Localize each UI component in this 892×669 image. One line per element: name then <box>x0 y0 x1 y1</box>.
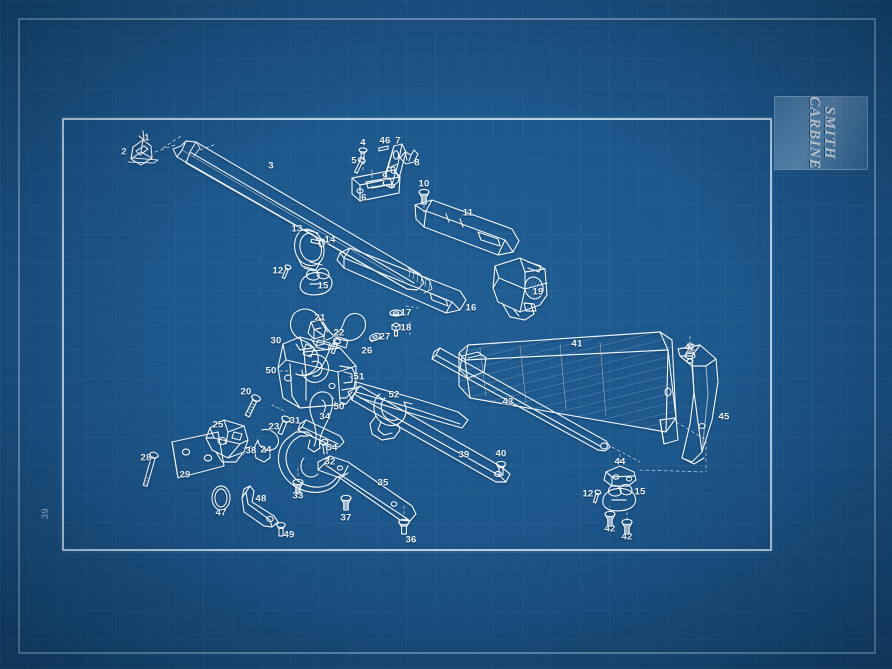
part-swivel-15-rear <box>602 483 637 512</box>
part-spring-8 <box>399 149 419 165</box>
part-screw-42-a <box>604 510 616 527</box>
part-swivel-13 <box>293 228 325 272</box>
part-barrel <box>172 140 433 294</box>
part-leader-50-51 <box>279 370 353 405</box>
part-forend-band-11 <box>414 199 520 256</box>
part-pin-22 <box>330 338 342 355</box>
part-buttplate-45 <box>677 344 719 465</box>
part-forend-16 <box>336 247 467 314</box>
part-screw-20 <box>244 394 261 418</box>
part-pin-5 <box>354 157 366 174</box>
part-screw-14 <box>310 238 326 248</box>
part-strap-35 <box>317 455 417 522</box>
part-screw-40 <box>495 460 507 476</box>
part-washer-17 <box>389 309 403 317</box>
part-rear-sight-leaf <box>382 143 407 189</box>
part-pin-12-rear <box>592 489 602 504</box>
part-buttstock-41 <box>458 331 677 433</box>
part-pin-12 <box>281 264 292 280</box>
part-pin-54 <box>319 438 329 455</box>
part-nut-18 <box>391 322 401 337</box>
part-lock-25 <box>205 419 249 463</box>
part-lever-52 <box>355 381 469 441</box>
part-screw-42-b <box>621 518 633 535</box>
part-screw-23 <box>277 415 291 436</box>
part-front-sight-group <box>127 130 159 166</box>
inner-drawing-frame <box>62 118 772 551</box>
part-breechblock-19 <box>492 257 548 321</box>
part-hammer-screw-21 <box>307 319 327 347</box>
part-screw-27 <box>369 332 382 343</box>
part-triggerguard-32 <box>277 431 349 493</box>
outer-border-frame <box>18 18 876 654</box>
part-link-39 <box>339 385 511 483</box>
part-rod-43 <box>431 347 611 452</box>
smith-carbine-logo-plate: SMITH CARBINE <box>774 96 868 170</box>
part-sideplate-29 <box>171 431 225 479</box>
part-screw-28 <box>142 451 159 487</box>
part-rear-sight-base <box>351 169 401 202</box>
part-swivel-base-15 <box>299 267 333 296</box>
part-spring-46 <box>378 145 389 152</box>
part-screw-49 <box>276 522 286 537</box>
part-ring-47 <box>211 485 231 511</box>
part-stock-lower-43b <box>659 417 679 445</box>
part-screw-37 <box>340 494 352 511</box>
part-sear-34 <box>307 391 334 453</box>
part-lever-24 <box>253 428 280 463</box>
part-bar-31 <box>297 419 345 448</box>
part-screw-36 <box>398 518 410 535</box>
part-rod-48 <box>241 485 279 528</box>
part-swivelplate-44 <box>603 465 637 487</box>
